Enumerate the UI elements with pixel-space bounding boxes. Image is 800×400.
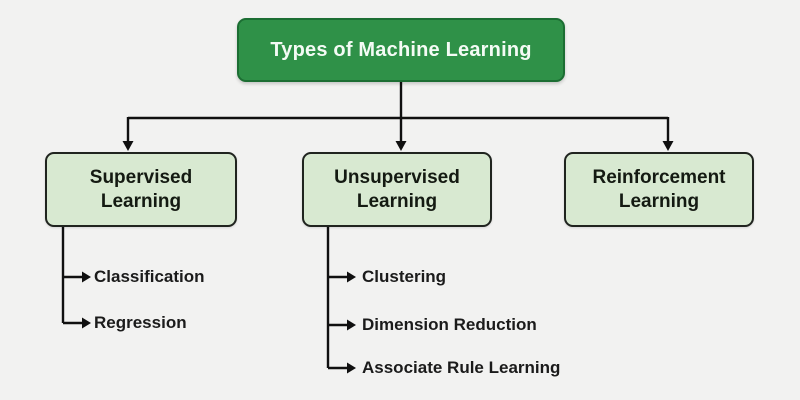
leaf-dimension-reduction: Dimension Reduction [362, 315, 537, 334]
leaf-regression: Regression [94, 313, 187, 332]
arrow-right-icon [82, 317, 91, 329]
branch-node-label: Reinforcement Learning [592, 166, 726, 212]
unsupervised-subtree-lines [326, 227, 348, 370]
branch-node-label: Unsupervised Learning [334, 166, 460, 212]
arrow-down-icon [122, 141, 134, 151]
leaf-clustering: Clustering [362, 267, 447, 286]
root-node-label: Types of Machine Learning [270, 38, 532, 61]
node-types-of-machine-learning: Types of Machine Learning [237, 18, 565, 82]
node-reinforcement-learning: Reinforcement Learning [564, 152, 754, 227]
leaf-associate-rule-learning: Associate Rule Learning [362, 358, 561, 377]
node-supervised-learning: Supervised Learning [45, 152, 237, 227]
supervised-subtree-lines [61, 227, 83, 325]
branch-drop-lines [126, 117, 670, 143]
arrow-right-icon [82, 271, 91, 283]
arrow-down-icon [395, 141, 407, 151]
arrow-right-icon [347, 362, 356, 374]
arrow-right-icon [347, 271, 356, 283]
leaf-classification: Classification [94, 267, 205, 286]
branch-node-label: Supervised Learning [89, 166, 193, 212]
node-unsupervised-learning: Unsupervised Learning [302, 152, 492, 227]
arrow-down-icon [662, 141, 674, 151]
arrow-right-icon [347, 319, 356, 331]
